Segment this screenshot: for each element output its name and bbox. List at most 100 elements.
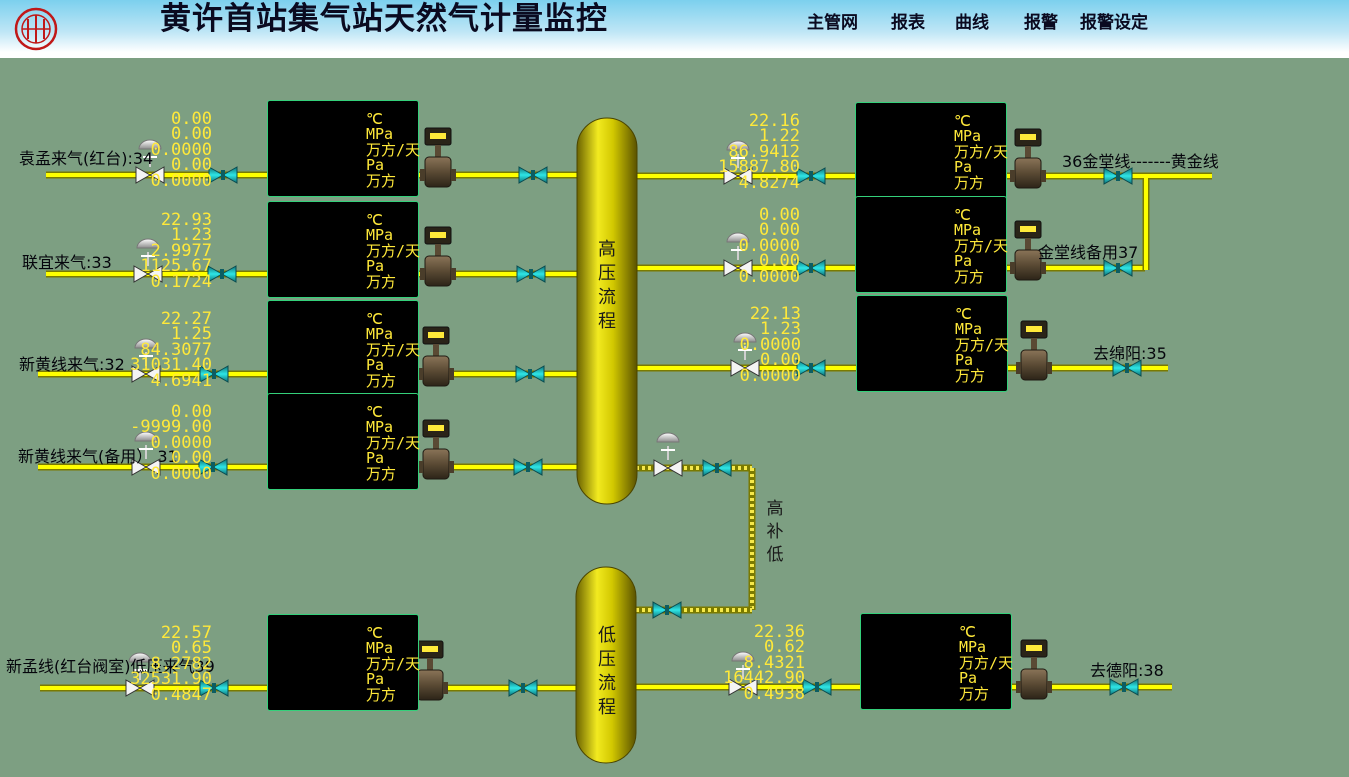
- diff-pressure-value: 32531.90: [130, 669, 212, 689]
- flow-rate-unit: 万方/天: [955, 336, 1010, 354]
- diff-pressure-value: 0.00: [171, 155, 212, 175]
- pressure-value: 1.23: [171, 225, 212, 245]
- total-volume-value: 0.0000: [739, 366, 801, 386]
- outlet-control-valve-icon[interactable]: [730, 332, 760, 377]
- outlet-flow-meter-icon[interactable]: [1016, 639, 1052, 700]
- flow-rate-value: 86.9412: [728, 142, 800, 162]
- nav-curve[interactable]: 曲线: [955, 13, 989, 33]
- total-volume-value: 4.6941: [150, 371, 212, 391]
- inlet-isolation-valve-icon[interactable]: [199, 679, 229, 697]
- inlet-header-valve-icon[interactable]: [518, 166, 548, 184]
- outlet-control-valve-icon[interactable]: [728, 651, 758, 696]
- outlet-end-valve-icon[interactable]: [1112, 359, 1142, 377]
- flow-rate-unit: 万方/天: [366, 434, 421, 452]
- inlet-flow-meter-icon[interactable]: [420, 226, 456, 287]
- inlet-control-valve-icon[interactable]: [135, 139, 165, 184]
- inlet-flow-meter-icon[interactable]: [418, 419, 454, 480]
- inlet-flow-meter-icon[interactable]: [418, 326, 454, 387]
- outlet-label-35: 去绵阳:35: [1093, 344, 1167, 363]
- temperature-value: 0.00: [759, 205, 800, 225]
- diff-pressure-value: 0.00: [760, 350, 801, 370]
- total-volume-value: 0.4847: [150, 685, 212, 705]
- inlet-control-valve-icon[interactable]: [133, 238, 163, 283]
- temperature-value: 22.13: [749, 304, 801, 324]
- diff-pressure-unit: Pa: [366, 356, 385, 374]
- inlet-isolation-valve-icon[interactable]: [199, 365, 229, 383]
- pressure-unit: MPa: [959, 638, 987, 656]
- outlet-label-37: 金堂线备用37: [1038, 243, 1139, 262]
- nav-report[interactable]: 报表: [891, 13, 925, 33]
- bypass-control-valve-icon[interactable]: [653, 432, 683, 477]
- total-volume-value: 0.0000: [738, 267, 800, 287]
- temperature-value: 0.00: [171, 109, 212, 129]
- outlet-flow-meter-icon[interactable]: [1010, 128, 1046, 189]
- inlet-control-valve-icon[interactable]: [125, 652, 155, 697]
- outlet-flow-meter-icon[interactable]: [1010, 220, 1046, 281]
- total-volume-unit: 万方: [366, 172, 397, 190]
- outlet-control-valve-icon[interactable]: [723, 232, 753, 277]
- pressure-value: 0.62: [764, 637, 805, 657]
- total-volume-value: 0.0000: [150, 171, 212, 191]
- bypass-low-valve-icon[interactable]: [652, 601, 682, 619]
- sinopec-logo: [14, 6, 58, 56]
- nav-alarm-settings[interactable]: 报警设定: [1080, 13, 1148, 33]
- inlet-header-valve-icon[interactable]: [516, 265, 546, 283]
- inlet-header-valve-icon[interactable]: [508, 679, 538, 697]
- inlet-isolation-valve-icon[interactable]: [208, 166, 238, 184]
- pressure-unit: MPa: [955, 320, 983, 338]
- temperature-value: 22.16: [748, 111, 800, 131]
- outlet-end-valve-icon[interactable]: [1103, 167, 1133, 185]
- temperature-unit: ℃: [955, 305, 972, 323]
- diff-pressure-unit: Pa: [954, 158, 973, 176]
- header-bar: 黄许首站集气站天然气计量监控 主管网 报表 曲线 报警 报警设定: [0, 0, 1349, 58]
- inlet-label-39: 新孟线(红台阀室)低压来气39: [6, 657, 215, 676]
- bypass-isolation-valve-icon[interactable]: [702, 459, 732, 477]
- diff-pressure-value: 16442.90: [723, 668, 805, 688]
- temperature-value: 22.27: [160, 309, 212, 329]
- nav-alarm[interactable]: 报警: [1024, 13, 1058, 33]
- outlet-isolation-valve-icon[interactable]: [796, 167, 826, 185]
- flow-rate-value: 8.2782: [150, 654, 212, 674]
- outlet-end-valve-icon[interactable]: [1103, 259, 1133, 277]
- flow-rate-unit: 万方/天: [959, 654, 1014, 672]
- flow-rate-unit: 万方/天: [366, 341, 421, 359]
- pressure-value: 0.00: [171, 124, 212, 144]
- temperature-unit: ℃: [366, 624, 383, 642]
- diff-pressure-unit: Pa: [955, 351, 974, 369]
- inlet-isolation-valve-icon[interactable]: [198, 458, 228, 476]
- total-volume-unit: 万方: [366, 273, 397, 291]
- low-pressure-process-label: 低压流程: [596, 624, 618, 720]
- outlet-end-valve-icon[interactable]: [1109, 678, 1139, 696]
- inlet-control-valve-icon[interactable]: [131, 431, 161, 476]
- inlet-header-valve-icon[interactable]: [515, 365, 545, 383]
- inlet-flow-meter-icon[interactable]: [412, 640, 448, 701]
- outlet-isolation-valve-icon[interactable]: [796, 359, 826, 377]
- temperature-value: 22.57: [160, 623, 212, 643]
- temperature-unit: ℃: [954, 206, 971, 224]
- inlet-header-valve-icon[interactable]: [513, 458, 543, 476]
- outlet-control-valve-icon[interactable]: [723, 140, 753, 185]
- temperature-value: 0.00: [171, 402, 212, 422]
- outlet-isolation-valve-icon[interactable]: [802, 678, 832, 696]
- total-volume-unit: 万方: [954, 174, 985, 192]
- outlet-isolation-valve-icon[interactable]: [796, 259, 826, 277]
- outlet-flow-meter-icon[interactable]: [1016, 320, 1052, 381]
- inlet-control-valve-icon[interactable]: [131, 338, 161, 383]
- temperature-value: 22.36: [753, 622, 805, 642]
- inlet-isolation-valve-icon[interactable]: [207, 265, 237, 283]
- temperature-unit: ℃: [366, 403, 383, 421]
- nav-main-network[interactable]: 主管网: [807, 13, 858, 33]
- diff-pressure-value: 15887.80: [718, 157, 800, 177]
- total-volume-unit: 万方: [366, 372, 397, 390]
- diff-pressure-value: 1125.67: [140, 256, 212, 276]
- inlet-flow-meter-icon[interactable]: [420, 127, 456, 188]
